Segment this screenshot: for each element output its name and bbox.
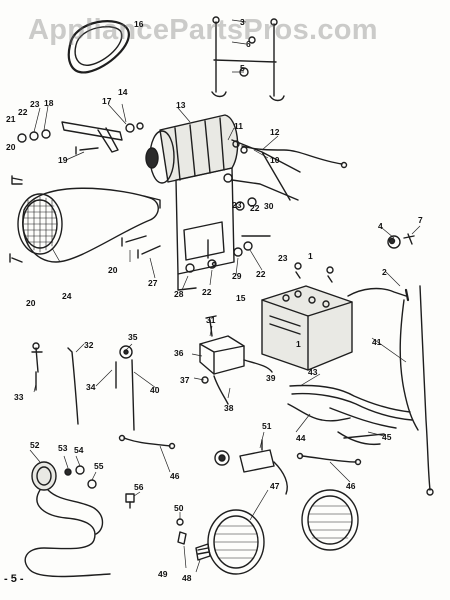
- callout-20c: 20: [26, 298, 36, 308]
- callout-56: 56: [134, 482, 144, 492]
- callout-10: 10: [270, 155, 280, 165]
- callout-52: 52: [30, 440, 40, 450]
- wiring-harness-43-44: [287, 384, 413, 446]
- hold-down-bracket-3-7: [211, 16, 285, 102]
- mounting-plate: [175, 167, 299, 291]
- callout-55: 55: [94, 461, 104, 471]
- callout-17: 17: [102, 96, 112, 106]
- callout-14: 14: [118, 87, 128, 97]
- leader-lines: [29, 19, 421, 573]
- callout-47: 47: [270, 481, 280, 491]
- callout-24: 24: [62, 291, 72, 301]
- callout-22c: 22: [256, 269, 266, 279]
- callout-15: 15: [236, 293, 246, 303]
- callout-51: 51: [262, 421, 272, 431]
- callout-20a: 20: [6, 142, 16, 152]
- callout-37: 37: [180, 375, 190, 385]
- callout-20b: 20: [108, 265, 118, 275]
- callout-23a: 23: [30, 99, 40, 109]
- callout-39: 39: [266, 373, 276, 383]
- belt-guard-part-24: [17, 187, 161, 263]
- connector-56: [125, 493, 135, 509]
- page-number: - 5 -: [4, 573, 24, 585]
- callout-7: 7: [418, 215, 423, 225]
- belt-part-16: [67, 20, 130, 74]
- nuts-washers: [185, 173, 271, 273]
- callout-1a: 1: [308, 251, 313, 261]
- callout-12: 12: [270, 127, 280, 137]
- terminal-bolts-1-4: [294, 233, 415, 283]
- callout-41: 41: [372, 337, 382, 347]
- callout-35: 35: [128, 332, 138, 342]
- callout-30: 30: [264, 201, 274, 211]
- callout-44: 44: [296, 433, 306, 443]
- callout-46a: 46: [170, 471, 180, 481]
- battery-cables-2-41: [347, 285, 434, 496]
- callout-5: 5: [240, 63, 245, 73]
- light-switch-51: [214, 439, 288, 495]
- callout-32: 32: [84, 340, 94, 350]
- callout-46b: 46: [346, 481, 356, 491]
- callout-50: 50: [174, 503, 184, 513]
- callout-21: 21: [6, 114, 16, 124]
- callout-29: 29: [232, 271, 242, 281]
- ignition-switch-leads: [31, 342, 135, 431]
- callout-6: 6: [246, 39, 251, 49]
- callout-28: 28: [174, 289, 184, 299]
- callout-34: 34: [86, 382, 96, 392]
- callout-48: 48: [182, 573, 192, 583]
- gauge-52-55: [24, 461, 111, 578]
- callout-45: 45: [382, 432, 392, 442]
- callout-23c: 23: [278, 253, 288, 263]
- callout-31: 31: [206, 315, 216, 325]
- callout-22a: 22: [18, 107, 28, 117]
- wire-lead-10-12: [241, 145, 348, 169]
- starter-generator-part-13: [145, 114, 301, 201]
- callout-49: 49: [158, 569, 168, 579]
- watermark-text: AppliancePartsPros.com: [28, 14, 378, 46]
- callout-40: 40: [150, 385, 160, 395]
- lamp-socket-48-50: [176, 518, 211, 561]
- callout-19: 19: [58, 155, 68, 165]
- callout-4: 4: [378, 221, 383, 231]
- callout-27: 27: [148, 278, 158, 288]
- headlights-47: [207, 489, 359, 575]
- callout-38: 38: [224, 403, 234, 413]
- callout-54: 54: [74, 445, 84, 455]
- generator-mount-bracket: [11, 121, 144, 185]
- jumper-wires-46: [118, 434, 362, 466]
- callout-23b: 23: [232, 200, 242, 210]
- callout-22b: 22: [250, 203, 260, 213]
- callout-3: 3: [240, 17, 245, 27]
- callout-2: 2: [382, 267, 387, 277]
- callout-22d: 22: [202, 287, 212, 297]
- callout-43: 43: [308, 367, 318, 377]
- callout-11: 11: [234, 121, 243, 131]
- callout-36: 36: [174, 348, 184, 358]
- battery-part-15: [261, 285, 353, 371]
- callout-1b: 1: [296, 339, 301, 349]
- callout-13: 13: [176, 100, 186, 110]
- callout-33: 33: [14, 392, 24, 402]
- callout-18: 18: [44, 98, 54, 108]
- voltage-regulator-36: [199, 315, 273, 405]
- callout-16: 16: [134, 19, 144, 29]
- bolts-20-27: [9, 235, 161, 263]
- callout-53: 53: [58, 443, 68, 453]
